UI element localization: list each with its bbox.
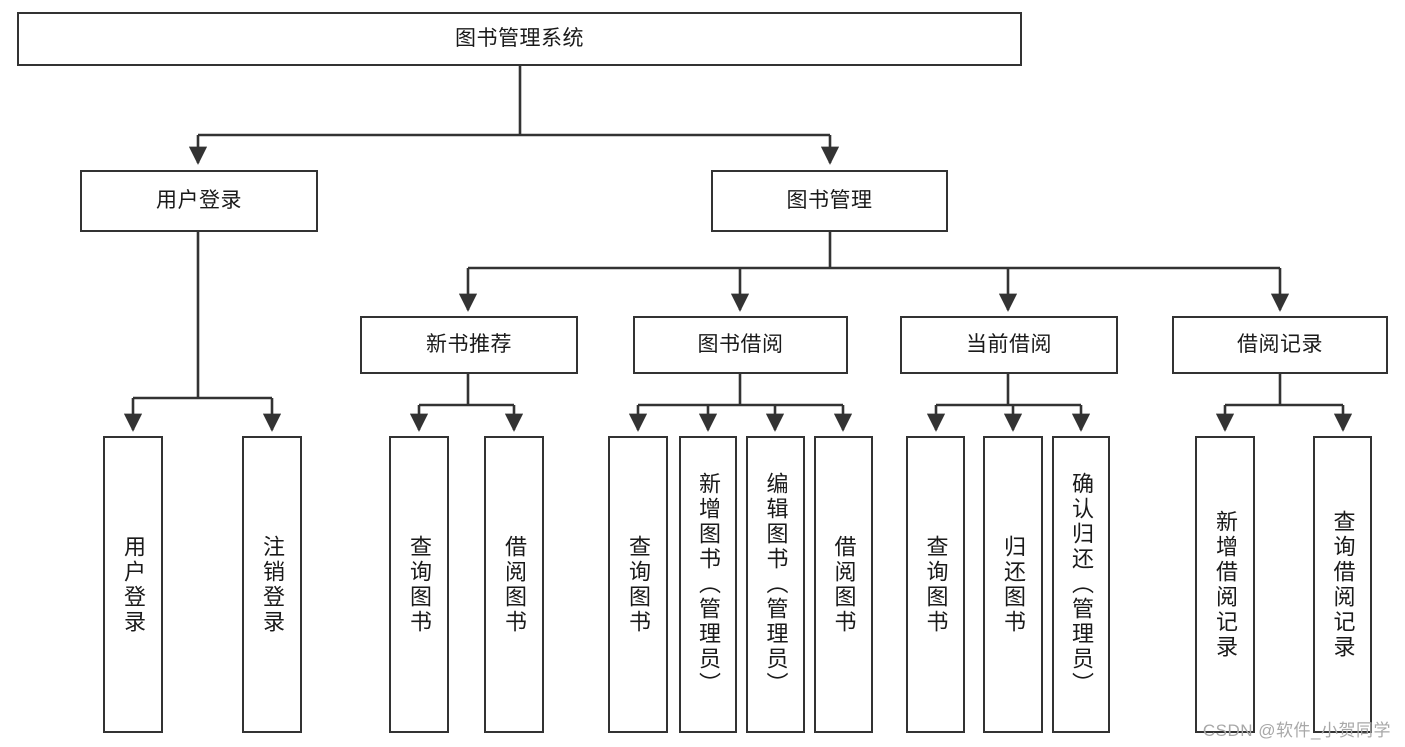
node-leaf-edit-book[interactable]: 编辑图书（管理员）	[746, 436, 805, 733]
node-leaf-add-record[interactable]: 新增借阅记录	[1195, 436, 1255, 733]
node-current-borrow-label: 当前借阅	[966, 332, 1052, 356]
node-root[interactable]: 图书管理系统	[17, 12, 1022, 66]
node-leaf-logout-login[interactable]: 注销登录	[242, 436, 302, 733]
node-leaf-query-book-1-label: 查询图书	[407, 534, 432, 635]
csdn-watermark: CSDN @软件_小贺同学	[1202, 721, 1391, 740]
node-leaf-query-book-3-label: 查询图书	[923, 534, 949, 635]
node-leaf-query-book-1[interactable]: 查询图书	[389, 436, 449, 733]
node-leaf-logout-login-label: 注销登录	[260, 534, 285, 635]
node-borrow-record[interactable]: 借阅记录	[1172, 316, 1388, 374]
node-book-manage[interactable]: 图书管理	[711, 170, 948, 232]
node-leaf-user-login[interactable]: 用户登录	[103, 436, 163, 733]
node-leaf-add-book[interactable]: 新增图书（管理员）	[679, 436, 737, 733]
node-leaf-add-book-label: 新增图书（管理员）	[696, 472, 721, 697]
node-leaf-confirm-return-label: 确认归还（管理员）	[1069, 472, 1094, 697]
node-leaf-borrow-book-2-label: 借阅图书	[831, 534, 857, 635]
node-leaf-borrow-book-1[interactable]: 借阅图书	[484, 436, 544, 733]
node-leaf-add-record-label: 新增借阅记录	[1213, 509, 1238, 660]
node-user-login-label: 用户登录	[156, 188, 242, 212]
node-leaf-query-record-label: 查询借阅记录	[1330, 509, 1356, 660]
node-book-manage-label: 图书管理	[786, 188, 873, 212]
node-leaf-query-book-3[interactable]: 查询图书	[906, 436, 965, 733]
node-leaf-borrow-book-1-label: 借阅图书	[502, 534, 527, 635]
node-new-book-recommend[interactable]: 新书推荐	[360, 316, 578, 374]
node-book-borrow[interactable]: 图书借阅	[633, 316, 848, 374]
node-leaf-query-record[interactable]: 查询借阅记录	[1313, 436, 1372, 733]
node-borrow-record-label: 借阅记录	[1237, 332, 1323, 356]
node-leaf-borrow-book-2[interactable]: 借阅图书	[814, 436, 873, 733]
node-leaf-user-login-label: 用户登录	[121, 534, 146, 635]
node-leaf-query-book-2[interactable]: 查询图书	[608, 436, 668, 733]
node-book-borrow-label: 图书借阅	[697, 332, 784, 356]
node-new-book-recommend-label: 新书推荐	[426, 332, 512, 356]
node-root-label: 图书管理系统	[455, 26, 584, 50]
node-current-borrow[interactable]: 当前借阅	[900, 316, 1118, 374]
node-leaf-return-book-label: 归还图书	[1001, 534, 1026, 635]
node-leaf-edit-book-label: 编辑图书（管理员）	[763, 472, 789, 697]
node-leaf-confirm-return[interactable]: 确认归还（管理员）	[1052, 436, 1110, 733]
node-leaf-query-book-2-label: 查询图书	[626, 534, 651, 635]
node-user-login[interactable]: 用户登录	[80, 170, 318, 232]
node-leaf-return-book[interactable]: 归还图书	[983, 436, 1043, 733]
